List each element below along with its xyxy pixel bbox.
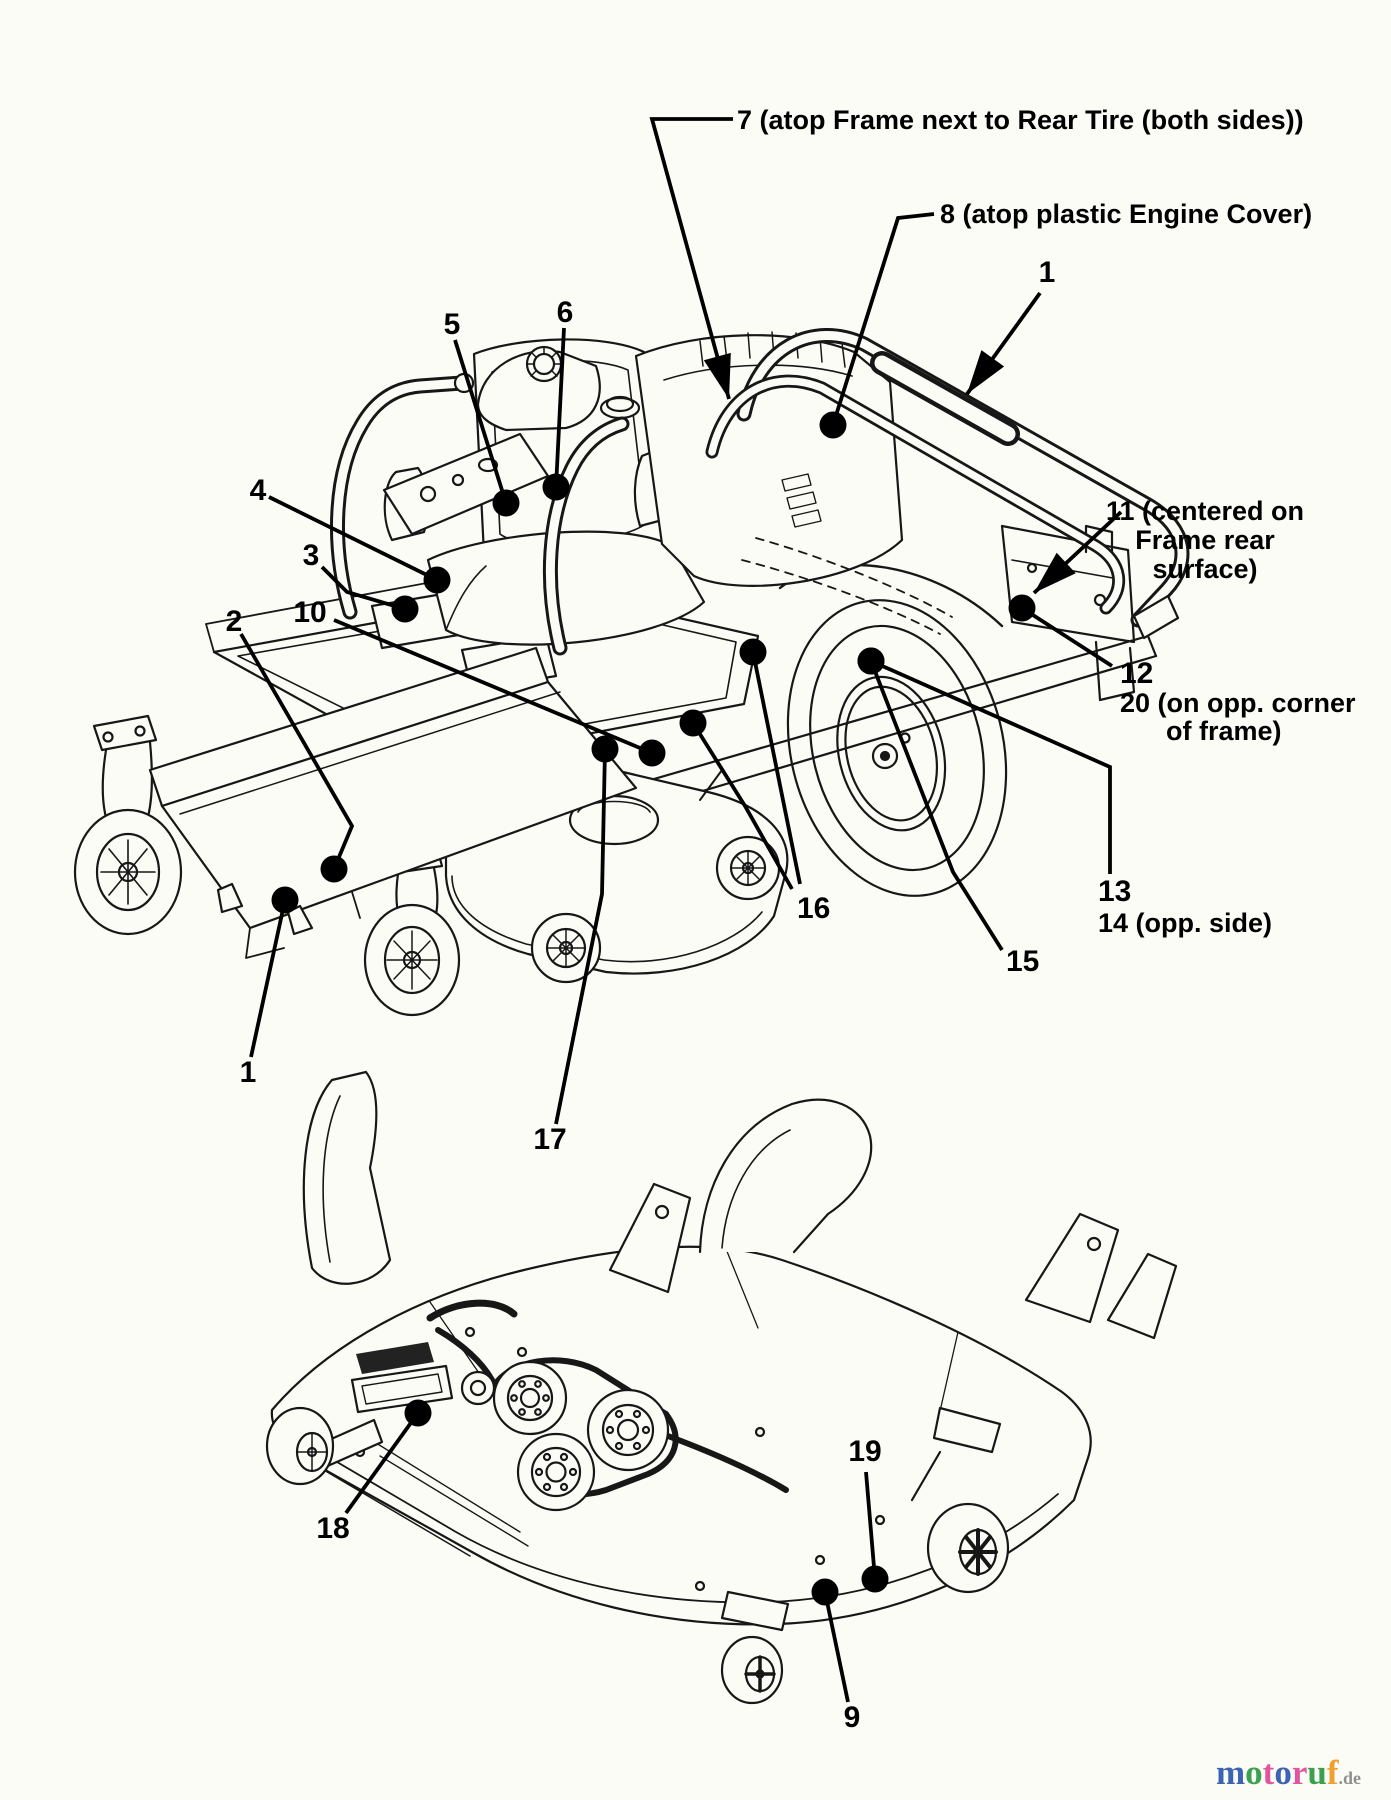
rear-tire bbox=[778, 563, 1008, 897]
callout-text-6: 6 bbox=[557, 296, 574, 329]
callout-10: 10 bbox=[293, 596, 666, 767]
grab-handle bbox=[870, 351, 1020, 446]
callout-dot-10 bbox=[638, 739, 666, 767]
callout-text-2: 2 bbox=[226, 605, 243, 638]
callout-text-8: 8 (atop plastic Engine Cover) bbox=[940, 199, 1312, 229]
control-console bbox=[382, 345, 641, 536]
callout-16b bbox=[679, 709, 794, 890]
callout-3: 3 bbox=[303, 539, 419, 623]
callout-text-1-top: 1 bbox=[1039, 256, 1056, 289]
pulley-right bbox=[586, 1388, 670, 1472]
callout-text-7: 7 (atop Frame next to Rear Tire (both si… bbox=[737, 105, 1304, 135]
top-diagram bbox=[73, 328, 1190, 1017]
callout-14: 14 (opp. side) bbox=[1098, 908, 1272, 938]
motoruf-logo[interactable]: motoruf.de bbox=[1216, 1754, 1361, 1797]
callout-16: 16 bbox=[739, 638, 830, 925]
callout-dot-12 bbox=[1008, 594, 1036, 622]
callout-dot-17 bbox=[591, 735, 619, 763]
callout-dot-1-bottom bbox=[271, 886, 299, 914]
callout-4: 4 bbox=[250, 474, 451, 594]
callout-8: 8 (atop plastic Engine Cover) bbox=[819, 199, 1312, 439]
deck-right-caster bbox=[910, 1406, 1010, 1594]
callout-text-4: 4 bbox=[250, 474, 267, 507]
callout-text-9: 9 bbox=[844, 1701, 861, 1734]
front-weight-panel bbox=[148, 646, 638, 959]
callout-12: 12 bbox=[1008, 594, 1153, 690]
callout-dot-5 bbox=[492, 489, 520, 517]
deck-left-caster bbox=[265, 1406, 384, 1486]
logo-word: motoruf bbox=[1216, 1753, 1339, 1792]
callout-text-3: 3 bbox=[303, 539, 320, 572]
discharge-chute bbox=[302, 1070, 392, 1285]
callout-text-10: 10 bbox=[293, 596, 326, 629]
callout-text-14: 14 (opp. side) bbox=[1098, 908, 1272, 938]
callout-6: 6 bbox=[542, 296, 574, 501]
callout-text-18: 18 bbox=[316, 1512, 349, 1545]
callout-text-17: 17 bbox=[533, 1123, 566, 1156]
callout-dot-2 bbox=[320, 855, 348, 883]
front-left-caster bbox=[73, 714, 183, 936]
callout-dot-6 bbox=[542, 473, 570, 501]
callout-text-13: 13 bbox=[1098, 875, 1131, 908]
callout-dot-8 bbox=[819, 411, 847, 439]
callout-arrow-7 bbox=[703, 352, 731, 399]
deck-shell bbox=[270, 1243, 1092, 1626]
callout-dot-16b bbox=[679, 709, 707, 737]
callout-arrow-1-top bbox=[967, 350, 1005, 394]
spindles-and-belts bbox=[426, 1299, 789, 1512]
callout-18: 18 bbox=[316, 1399, 432, 1545]
callout-19: 19 bbox=[848, 1435, 889, 1593]
callout-dot-15 bbox=[857, 647, 885, 675]
callout-text-12: 12 bbox=[1120, 657, 1153, 690]
callout-text-5: 5 bbox=[444, 308, 461, 341]
pulley-top bbox=[492, 1360, 568, 1436]
callout-text-15: 15 bbox=[1006, 945, 1039, 978]
callout-dot-9 bbox=[811, 1578, 839, 1606]
callout-dot-19 bbox=[861, 1565, 889, 1593]
deck-latch bbox=[350, 1342, 454, 1414]
callout-17: 17 bbox=[533, 735, 619, 1156]
callout-9: 9 bbox=[811, 1578, 861, 1734]
rollbar bbox=[705, 328, 1190, 640]
callout-2: 2 bbox=[226, 605, 355, 883]
deck-bottom-caster bbox=[720, 1590, 790, 1705]
pulley-center bbox=[516, 1432, 596, 1512]
callout-7: 7 (atop Frame next to Rear Tire (both si… bbox=[649, 105, 1304, 400]
callout-dot-4 bbox=[423, 566, 451, 594]
hanger-brackets bbox=[608, 1098, 1178, 1340]
callout-text-16: 16 bbox=[797, 892, 830, 925]
callout-text-19: 19 bbox=[848, 1435, 881, 1468]
callouts-layer: 7 (atop Frame next to Rear Tire (both si… bbox=[226, 105, 1356, 1734]
callout-text-1-bottom: 1 bbox=[240, 1056, 257, 1089]
callout-1-top: 1 bbox=[965, 256, 1056, 396]
callout-1-bottom: 1 bbox=[240, 886, 299, 1089]
logo-suffix: .de bbox=[1338, 1768, 1361, 1788]
callout-dot-16 bbox=[739, 638, 767, 666]
callout-dot-3 bbox=[391, 595, 419, 623]
callout-arrow-11 bbox=[1034, 552, 1076, 593]
callout-5: 5 bbox=[444, 308, 520, 517]
callout-dot-18 bbox=[404, 1399, 432, 1427]
deck-diagram bbox=[265, 1070, 1178, 1705]
callout-15: 15 bbox=[857, 647, 1039, 978]
